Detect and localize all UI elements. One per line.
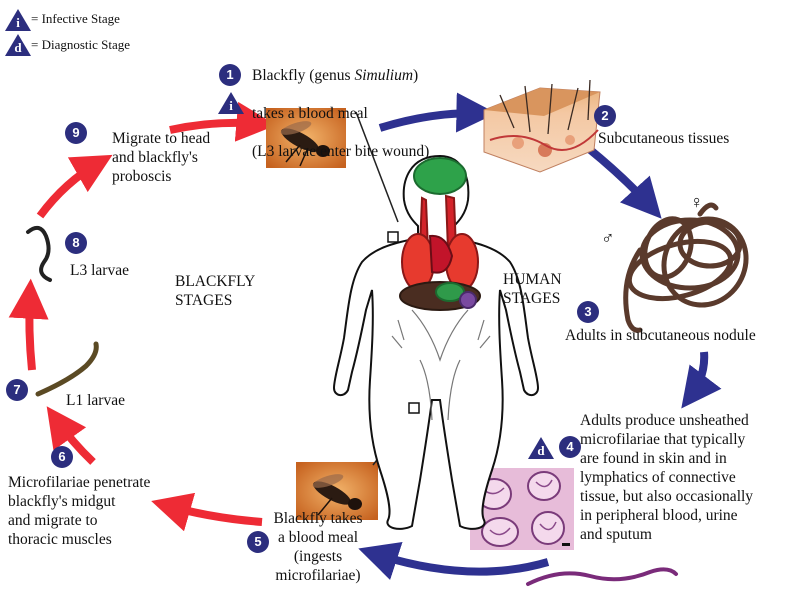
infective-stage-icon: i	[218, 92, 244, 114]
step-4-badge: 4	[559, 436, 581, 458]
step-2-text: Subcutaneous tissues	[598, 129, 729, 148]
step-5-text: Blackfly takes a blood meal (ingests mic…	[258, 509, 378, 585]
legend-infective-label: = Infective Stage	[31, 11, 120, 27]
arrow-4-to-5	[372, 553, 548, 572]
arrow-3-to-4	[690, 352, 704, 397]
l1-larva-image	[38, 344, 96, 394]
microfilaria-worm	[528, 569, 676, 584]
step-1-text: Blackfly (genus Simulium) takes a blood …	[252, 47, 429, 161]
step-7-text: L1 larvae	[66, 391, 125, 410]
step-1-line2: takes a blood meal	[252, 105, 368, 122]
arrow-5-to-6	[165, 505, 262, 522]
infective-symbol: i	[5, 15, 31, 31]
diagnostic-stage-icon: d	[528, 437, 554, 459]
skin-section-image	[484, 80, 600, 172]
human-stages-label: HUMAN STAGES	[503, 270, 562, 308]
arrow-7-to-8	[29, 293, 32, 370]
step-9-text: Migrate to head and blackfly's proboscis	[112, 129, 210, 186]
step-1-genus: Simulium	[354, 67, 413, 84]
step-1-line1: Blackfly (genus	[252, 67, 354, 84]
step-9-badge: 9	[65, 122, 87, 144]
step-1-badge: 1	[219, 64, 241, 86]
step-8-badge: 8	[65, 232, 87, 254]
step-3-text: Adults in subcutaneous nodule	[565, 326, 756, 345]
step-3-badge: 3	[577, 301, 599, 323]
legend-diagnostic-label: = Diagnostic Stage	[31, 37, 130, 53]
infective-stage-icon: i	[5, 9, 31, 31]
diagnostic-symbol: d	[5, 40, 31, 56]
step-4-text: Adults produce unsheathed microfilariae …	[580, 411, 753, 544]
diagnostic-stage-icon: d	[5, 34, 31, 56]
diagnostic-symbol: d	[528, 443, 554, 459]
arrow-8-to-9	[40, 162, 100, 216]
step-7-badge: 7	[6, 379, 28, 401]
step-2-badge: 2	[594, 105, 616, 127]
step-6-badge: 6	[51, 446, 73, 468]
step-6-text: Microfilariae penetrate blackfly's midgu…	[8, 473, 150, 549]
l3-larva-image	[28, 228, 50, 280]
female-symbol: ♀	[690, 193, 704, 212]
blackfly-stages-label: BLACKFLY STAGES	[175, 272, 255, 310]
adult-worms-image	[623, 204, 762, 330]
infective-symbol: i	[218, 98, 244, 114]
step-1-line3: (L3 larvae enter bite wound)	[252, 143, 429, 160]
step-1-line1-end: )	[413, 67, 418, 84]
step-8-text: L3 larvae	[70, 261, 129, 280]
arrow-2-to-3	[588, 148, 652, 208]
male-symbol: ♂	[601, 229, 615, 248]
